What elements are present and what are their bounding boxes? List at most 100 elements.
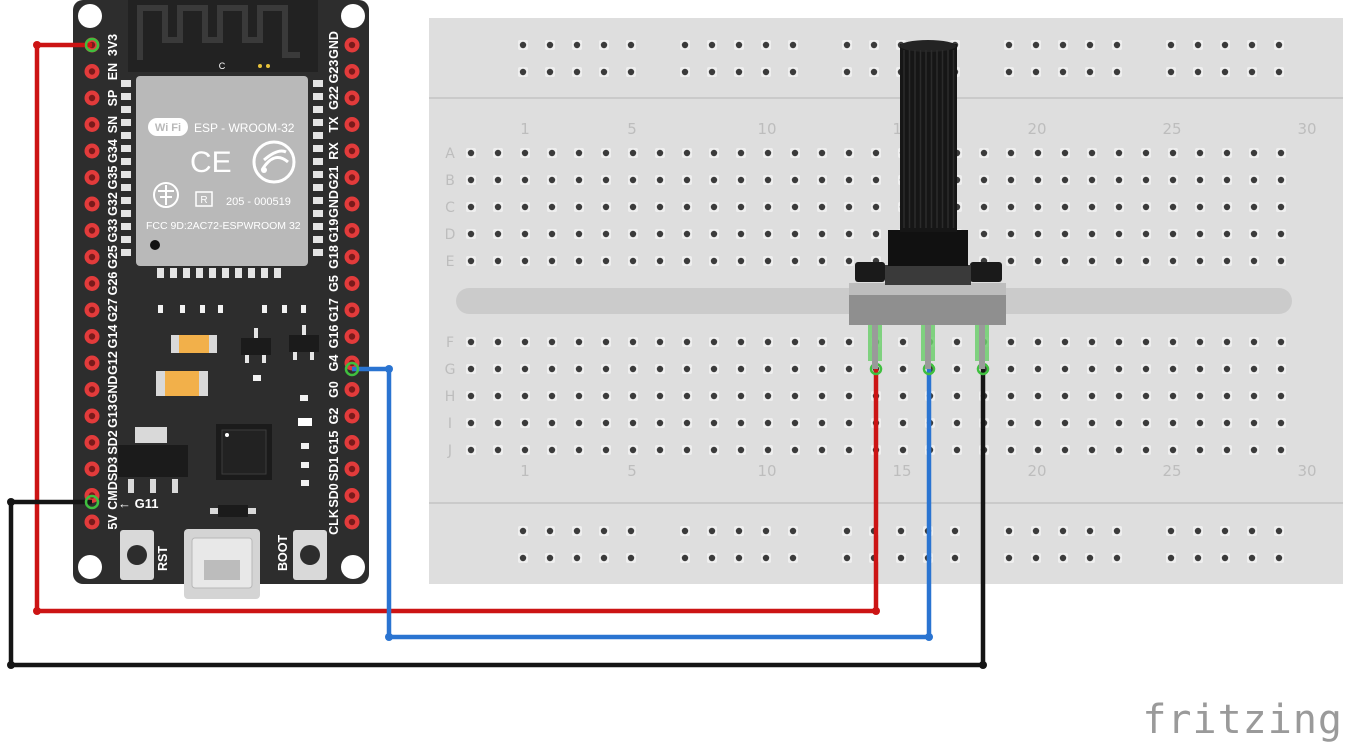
breadboard-hole-contact [656, 365, 664, 373]
breadboard-hole-contact [1142, 419, 1150, 427]
breadboard-hole-contact [1248, 68, 1256, 76]
breadboard-hole-contact [1196, 257, 1204, 265]
ce-mark: CE [190, 146, 232, 179]
breadboard-hole-contact [1223, 203, 1231, 211]
breadboard-hole-contact [791, 203, 799, 211]
breadboard-hole-contact [627, 41, 635, 49]
header-pin-hole [348, 68, 356, 75]
pin-g11-label: ← G11 [118, 496, 158, 511]
breadboard-hole-contact [791, 446, 799, 454]
breadboard-hole-contact [1248, 41, 1256, 49]
breadboard-hole-contact [1194, 68, 1202, 76]
breadboard-hole-contact [467, 365, 475, 373]
breadboard-hole-contact [600, 68, 608, 76]
breadboard-hole-contact [1007, 230, 1015, 238]
breadboard-hole-contact [1115, 419, 1123, 427]
breadboard-hole-contact [1142, 365, 1150, 373]
breadboard-hole-contact [818, 230, 826, 238]
breadboard-hole-contact [602, 149, 610, 157]
breadboard-hole-contact [467, 392, 475, 400]
module-pad [313, 236, 323, 243]
breadboard-hole-contact [1194, 41, 1202, 49]
header-pin-hole [348, 121, 356, 128]
breadboard-hole-contact [1007, 365, 1015, 373]
pin-label: G25 [106, 245, 120, 269]
breadboard-hole-contact [764, 446, 772, 454]
wire-bend [872, 607, 880, 615]
column-number-top: 30 [1297, 120, 1316, 138]
breadboard-hole-contact [845, 338, 853, 346]
breadboard-hole-contact [494, 446, 502, 454]
column-number-bottom: 30 [1297, 462, 1316, 480]
breadboard-hole-contact [735, 68, 743, 76]
breadboard-hole-contact [1169, 149, 1177, 157]
breadboard-hole-contact [575, 338, 583, 346]
breadboard-hole-contact [762, 41, 770, 49]
breadboard-hole-contact [521, 203, 529, 211]
breadboard-hole-contact [1088, 230, 1096, 238]
breadboard-hole-contact [1196, 365, 1204, 373]
breadboard-hole-contact [629, 392, 637, 400]
breadboard-hole-contact [764, 230, 772, 238]
cert-r-mark: R [200, 195, 207, 206]
breadboard-hole-contact [1115, 203, 1123, 211]
breadboard-hole-contact [1059, 527, 1067, 535]
module-pad [274, 268, 281, 278]
breadboard-hole-contact [1169, 338, 1177, 346]
breadboard-hole-contact [681, 527, 689, 535]
breadboard-hole-contact [872, 230, 880, 238]
breadboard-hole-contact [791, 149, 799, 157]
breadboard-hole-contact [708, 554, 716, 562]
breadboard-hole-contact [1167, 41, 1175, 49]
breadboard-hole-contact [467, 230, 475, 238]
boot-button[interactable] [293, 530, 327, 580]
smd-tantalum [156, 371, 208, 396]
breadboard-hole-contact [1005, 554, 1013, 562]
breadboard-hole-contact [710, 176, 718, 184]
breadboard-hole-contact [764, 176, 772, 184]
pin-label: SD1 [327, 457, 341, 481]
breadboard-hole-contact [845, 257, 853, 265]
breadboard-hole-contact [1115, 392, 1123, 400]
potentiometer[interactable] [849, 40, 1006, 369]
breadboard-hole-contact [1032, 41, 1040, 49]
pin-label: SN [106, 116, 120, 133]
header-pin-hole [88, 306, 96, 314]
breadboard-hole-contact [575, 392, 583, 400]
column-number-bottom: 20 [1027, 462, 1046, 480]
pin-label: G13 [106, 404, 120, 428]
pin-label: G14 [106, 325, 120, 349]
wire-bend [979, 661, 987, 669]
module-pad [121, 158, 131, 165]
breadboard-hole-contact [764, 149, 772, 157]
breadboard-hole-contact [681, 554, 689, 562]
breadboard-hole-contact [546, 527, 554, 535]
solder-dot [266, 64, 270, 68]
rst-button[interactable] [120, 530, 154, 580]
header-pin-hole [348, 439, 356, 446]
breadboard-hole-contact [1277, 149, 1285, 157]
micro-usb-port[interactable] [184, 529, 260, 599]
breadboard-hole-contact [1115, 257, 1123, 265]
wire-bend [385, 365, 393, 373]
module-pad [248, 268, 255, 278]
breadboard-hole-contact [899, 446, 907, 454]
breadboard-hole-contact [548, 203, 556, 211]
breadboard-hole-contact [1115, 230, 1123, 238]
module-pad [313, 249, 323, 256]
breadboard-hole-contact [1167, 554, 1175, 562]
breadboard-hole-contact [1032, 554, 1040, 562]
breadboard-hole-contact [656, 203, 664, 211]
breadboard-hole-contact [818, 176, 826, 184]
breadboard-hole-contact [845, 419, 853, 427]
fcc-id: FCC 9D:2AC72-ESPWROOM 32 [146, 220, 301, 232]
breadboard-hole-contact [519, 554, 527, 562]
breadboard-hole-contact [1088, 338, 1096, 346]
breadboard-hole-contact [845, 446, 853, 454]
breadboard-hole-contact [980, 149, 988, 157]
breadboard-hole-contact [845, 365, 853, 373]
pot-tab [970, 262, 1002, 282]
column-number-bottom: 10 [757, 462, 776, 480]
header-pin-hole [88, 333, 96, 340]
breadboard-hole-contact [1061, 257, 1069, 265]
